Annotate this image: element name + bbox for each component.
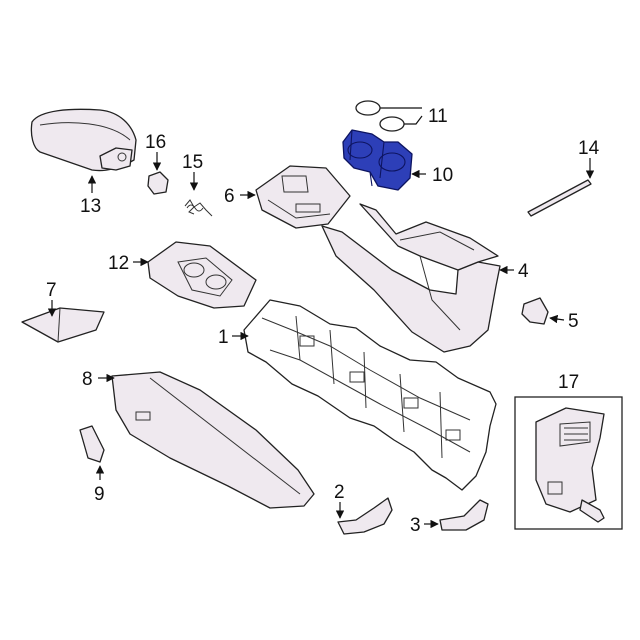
svg-text:6: 6 — [224, 186, 235, 207]
part-1-console-bracket[interactable] — [243, 299, 497, 491]
svg-text:12: 12 — [108, 253, 129, 274]
callout-3: 3 — [410, 515, 439, 536]
callout-11: 11 — [380, 106, 448, 127]
svg-text:10: 10 — [432, 165, 453, 186]
part-6-bezel[interactable] — [255, 165, 351, 229]
callout-8: 8 — [82, 369, 115, 390]
callout-4: 4 — [499, 261, 529, 282]
svg-text:11: 11 — [428, 106, 448, 127]
part-16-clip[interactable] — [147, 171, 169, 195]
part-3-bracket[interactable] — [439, 499, 489, 531]
callout-17: 17 — [558, 372, 579, 393]
callout-14: 14 — [578, 138, 600, 179]
svg-text:7: 7 — [46, 280, 57, 301]
svg-text:8: 8 — [82, 369, 93, 390]
part-13-armrest-lid[interactable] — [30, 108, 137, 172]
svg-text:3: 3 — [410, 515, 421, 536]
svg-text:17: 17 — [558, 372, 579, 393]
part-8-large-panel[interactable] — [111, 371, 315, 509]
callout-16: 16 — [145, 132, 166, 171]
svg-text:1: 1 — [218, 327, 229, 348]
svg-text:2: 2 — [334, 482, 345, 503]
callout-10: 10 — [411, 165, 453, 186]
svg-text:16: 16 — [145, 132, 166, 153]
svg-text:4: 4 — [518, 261, 529, 282]
svg-text:13: 13 — [80, 196, 101, 217]
callout-1: 1 — [218, 327, 249, 348]
callout-6: 6 — [224, 186, 256, 207]
part-15-spring[interactable] — [184, 199, 213, 217]
callout-7: 7 — [46, 280, 57, 317]
callout-12: 12 — [108, 253, 149, 274]
part-10-cup-holder[interactable] — [342, 129, 413, 191]
callout-15: 15 — [182, 152, 203, 191]
part-7-mat[interactable] — [21, 307, 105, 343]
svg-text:14: 14 — [578, 138, 600, 159]
part-2-bracket[interactable] — [337, 497, 393, 535]
callout-5: 5 — [549, 311, 579, 332]
part-9-clip[interactable] — [79, 425, 105, 463]
svg-text:15: 15 — [182, 152, 203, 173]
svg-text:5: 5 — [568, 311, 579, 332]
part-5-clip[interactable] — [521, 297, 549, 325]
svg-text:9: 9 — [94, 484, 105, 505]
part-12-shifter-bezel[interactable] — [147, 241, 257, 309]
part-11-o-rings[interactable] — [355, 100, 405, 132]
part-4-side-panel[interactable] — [321, 203, 501, 353]
callout-9: 9 — [94, 465, 105, 505]
part-14-trim-strip[interactable] — [527, 179, 592, 217]
part-17-rear-vent-inset[interactable] — [514, 396, 623, 530]
callout-13: 13 — [80, 175, 101, 217]
callout-2: 2 — [334, 482, 345, 519]
